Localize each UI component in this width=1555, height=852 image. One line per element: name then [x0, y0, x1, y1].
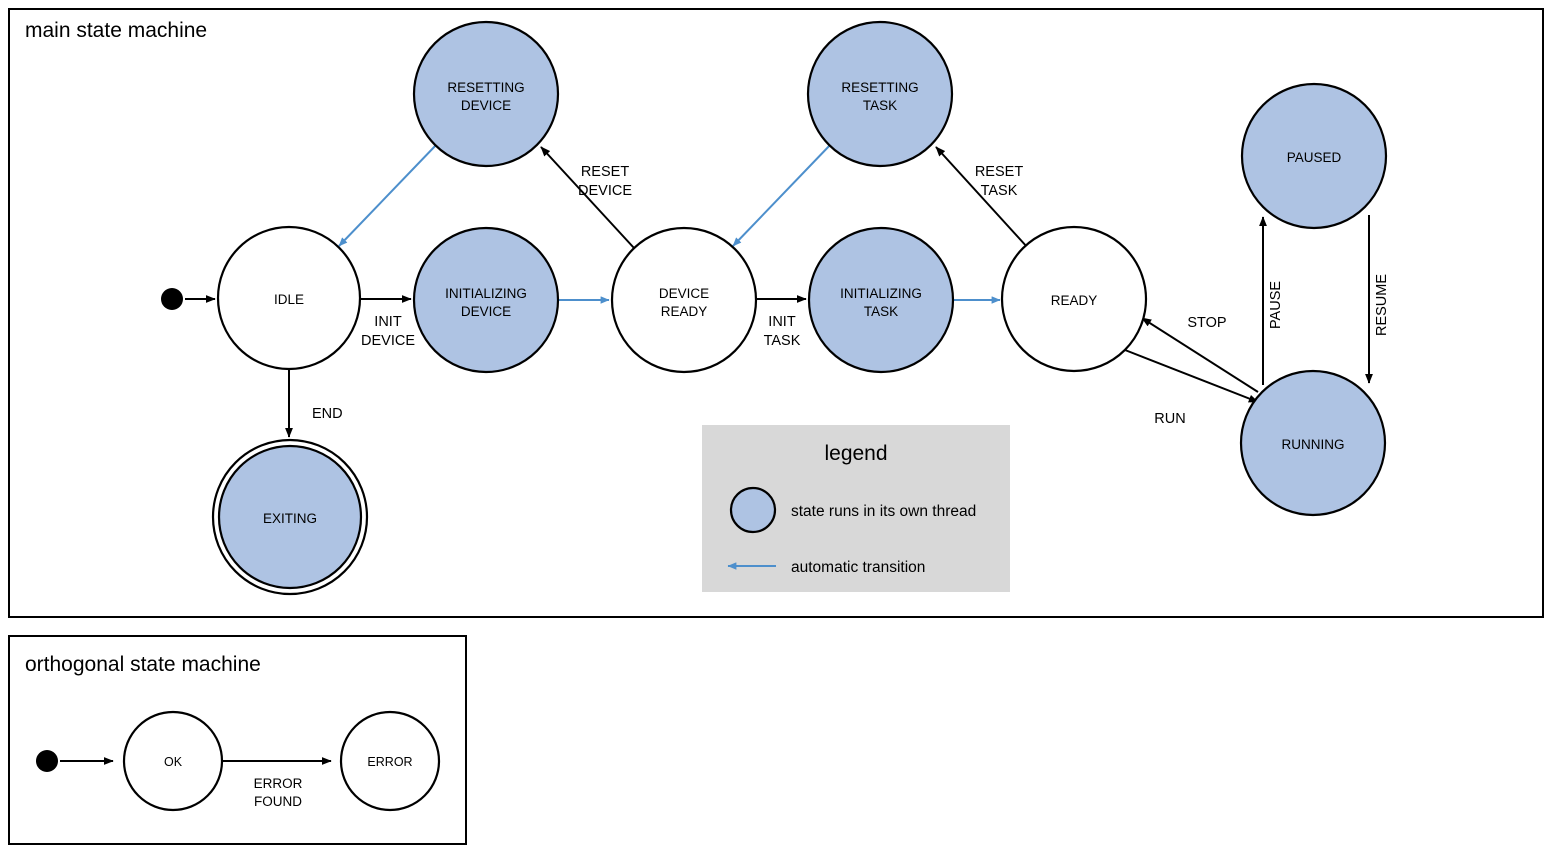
legend-thread-state-text: state runs in its own thread: [791, 503, 976, 520]
legend: legend state runs in its own thread auto…: [702, 425, 1010, 592]
state-error-label: ERROR: [367, 755, 412, 769]
state-initializing-task-label-line1: INITIALIZING: [840, 286, 922, 301]
main-frame-title: main state machine: [25, 19, 207, 42]
start-node: [161, 288, 183, 310]
edge-label-reset-task-line2: TASK: [981, 183, 1018, 199]
state-paused-circle[interactable]: [1240, 82, 1388, 230]
state-resetting-device[interactable]: RESETTING DEVICE: [412, 20, 560, 168]
edge-label-reset-task-line1: RESET: [975, 164, 1023, 180]
edge-label-init-task-line1: INIT: [768, 314, 796, 330]
state-initializing-task-circle[interactable]: [807, 226, 955, 374]
state-ok-circle[interactable]: [122, 710, 224, 812]
state-idle[interactable]: IDLE: [216, 225, 362, 371]
state-running[interactable]: RUNNING: [1239, 369, 1387, 517]
state-initializing-task[interactable]: INITIALIZING TASK: [807, 226, 955, 374]
legend-automatic-transition-text: automatic transition: [791, 559, 925, 576]
state-exiting-outer-ring: [211, 438, 369, 596]
edge-ready-to-resetting-task: [935, 146, 1029, 249]
edge-ready-to-running: [1124, 349, 1259, 403]
state-error[interactable]: ERROR: [339, 710, 441, 812]
state-resetting-task-circle[interactable]: [806, 20, 954, 168]
edge-label-run: RUN: [1154, 411, 1185, 427]
state-ok-label: OK: [164, 755, 183, 769]
state-resetting-device-circle[interactable]: [412, 20, 560, 168]
orthogonal-start-node: [36, 750, 58, 772]
edge-running-to-ready: [1141, 317, 1259, 393]
legend-title: legend: [824, 442, 887, 465]
state-paused-label: PAUSED: [1287, 150, 1342, 165]
edge-label-error-found-line2: FOUND: [254, 794, 302, 809]
edge-label-pause: PAUSE: [1268, 281, 1284, 329]
edge-label-resume: RESUME: [1374, 274, 1390, 336]
state-device-ready-label-line2: READY: [661, 304, 708, 319]
state-resetting-task[interactable]: RESETTING TASK: [806, 20, 954, 168]
edge-device-ready-to-resetting-device: [540, 146, 635, 249]
state-device-ready[interactable]: DEVICE READY: [610, 226, 758, 374]
edge-resetting-task-to-device-ready: [732, 142, 833, 247]
edge-label-init-device-line1: INIT: [374, 314, 402, 330]
state-paused[interactable]: PAUSED: [1240, 82, 1388, 230]
edge-label-error-found-line1: ERROR: [254, 776, 303, 791]
state-initializing-device[interactable]: INITIALIZING DEVICE: [412, 226, 560, 374]
state-resetting-device-label-line1: RESETTING: [447, 80, 524, 95]
state-exiting-circle[interactable]: [217, 444, 363, 590]
state-ready-circle[interactable]: [1000, 225, 1148, 373]
state-idle-label: IDLE: [274, 292, 304, 307]
edge-label-end: END: [312, 406, 343, 422]
state-resetting-task-label-line1: RESETTING: [841, 80, 918, 95]
state-exiting[interactable]: EXITING: [211, 438, 369, 596]
state-device-ready-label-line1: DEVICE: [659, 286, 709, 301]
edge-label-init-device-line2: DEVICE: [361, 333, 415, 349]
state-ready[interactable]: READY: [1000, 225, 1148, 373]
state-running-circle[interactable]: [1239, 369, 1387, 517]
state-resetting-task-label-line2: TASK: [863, 98, 897, 113]
state-initializing-device-circle[interactable]: [412, 226, 560, 374]
legend-thread-state-icon: [729, 486, 777, 534]
state-ok[interactable]: OK: [122, 710, 224, 812]
state-running-label: RUNNING: [1282, 437, 1345, 452]
state-initializing-task-label-line2: TASK: [864, 304, 898, 319]
state-idle-circle[interactable]: [216, 225, 362, 371]
state-initializing-device-label-line1: INITIALIZING: [445, 286, 527, 301]
edge-resetting-device-to-idle: [338, 142, 439, 247]
orthogonal-frame-title: orthogonal state machine: [25, 653, 261, 676]
state-error-circle[interactable]: [339, 710, 441, 812]
state-exiting-label: EXITING: [263, 511, 317, 526]
edge-label-init-task-line2: TASK: [764, 333, 801, 349]
edge-label-stop: STOP: [1187, 315, 1226, 331]
state-initializing-device-label-line2: DEVICE: [461, 304, 511, 319]
state-resetting-device-label-line2: DEVICE: [461, 98, 511, 113]
state-device-ready-circle[interactable]: [610, 226, 758, 374]
edge-label-reset-device-line2: DEVICE: [578, 183, 632, 199]
state-ready-label: READY: [1051, 293, 1098, 308]
edge-label-reset-device-line1: RESET: [581, 164, 629, 180]
